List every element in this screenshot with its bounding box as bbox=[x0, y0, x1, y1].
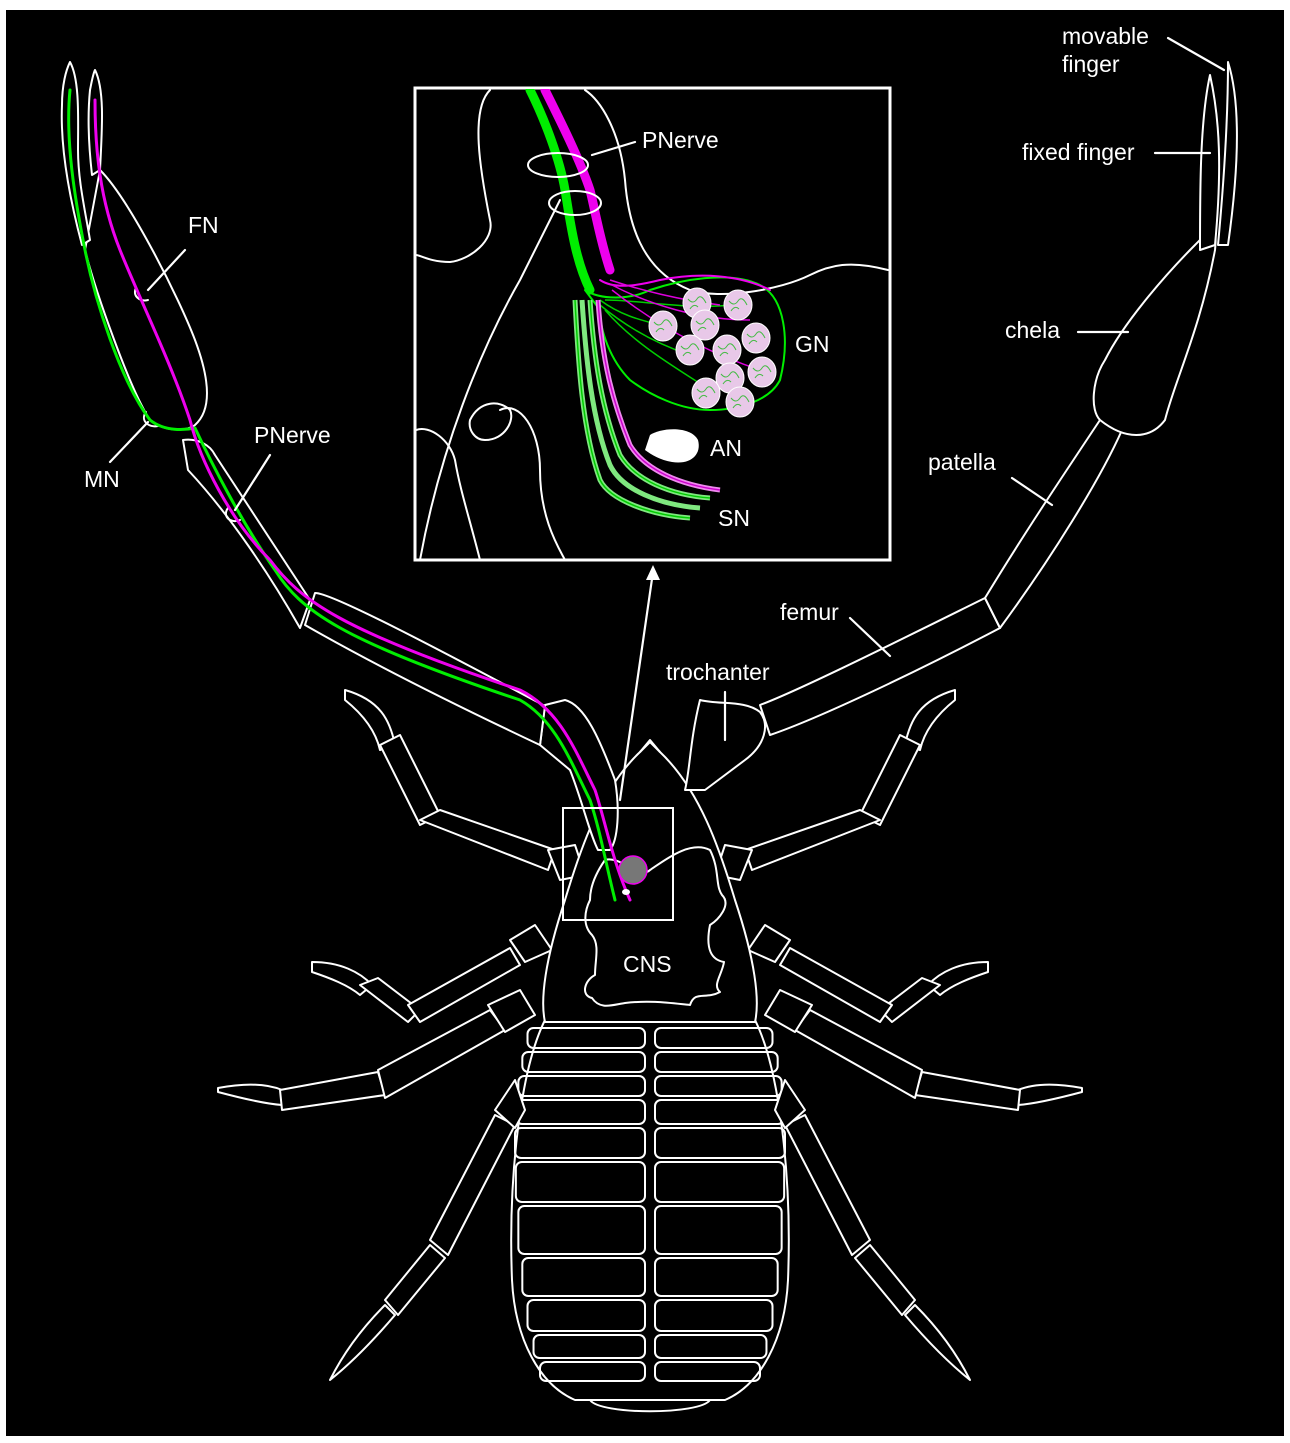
ganglion-cell bbox=[676, 335, 704, 365]
fixed-finger-label: fixed finger bbox=[1022, 139, 1135, 165]
ganglion-cell bbox=[724, 290, 752, 320]
abdomen bbox=[511, 1020, 789, 1411]
fn-label: FN bbox=[188, 212, 219, 238]
ganglion-cell bbox=[713, 335, 741, 365]
ganglion-cell bbox=[649, 311, 677, 341]
gn-label: GN bbox=[795, 331, 830, 357]
ganglion-cell bbox=[742, 323, 770, 353]
patella-label: patella bbox=[928, 449, 996, 475]
sn-label: SN bbox=[718, 505, 750, 531]
pnerve-label: PNerve bbox=[254, 422, 331, 448]
movable-finger-label-line1: movable bbox=[1062, 23, 1149, 49]
movable-finger-label-line2: finger bbox=[1062, 51, 1120, 77]
ganglion-cell bbox=[692, 378, 720, 408]
femur-label: femur bbox=[780, 599, 839, 625]
ganglion-cell bbox=[748, 357, 776, 387]
cns: CNS bbox=[585, 847, 725, 1005]
chela-label: chela bbox=[1005, 317, 1060, 343]
inset-pnerve-label: PNerve bbox=[642, 127, 719, 153]
ganglion-cell bbox=[726, 387, 754, 417]
trochanter-label: trochanter bbox=[666, 659, 770, 685]
inset-panel: PNerve GN AN SN bbox=[415, 88, 890, 560]
mn-label: MN bbox=[84, 466, 120, 492]
cns-label: CNS bbox=[623, 951, 672, 977]
an-label: AN bbox=[710, 435, 742, 461]
